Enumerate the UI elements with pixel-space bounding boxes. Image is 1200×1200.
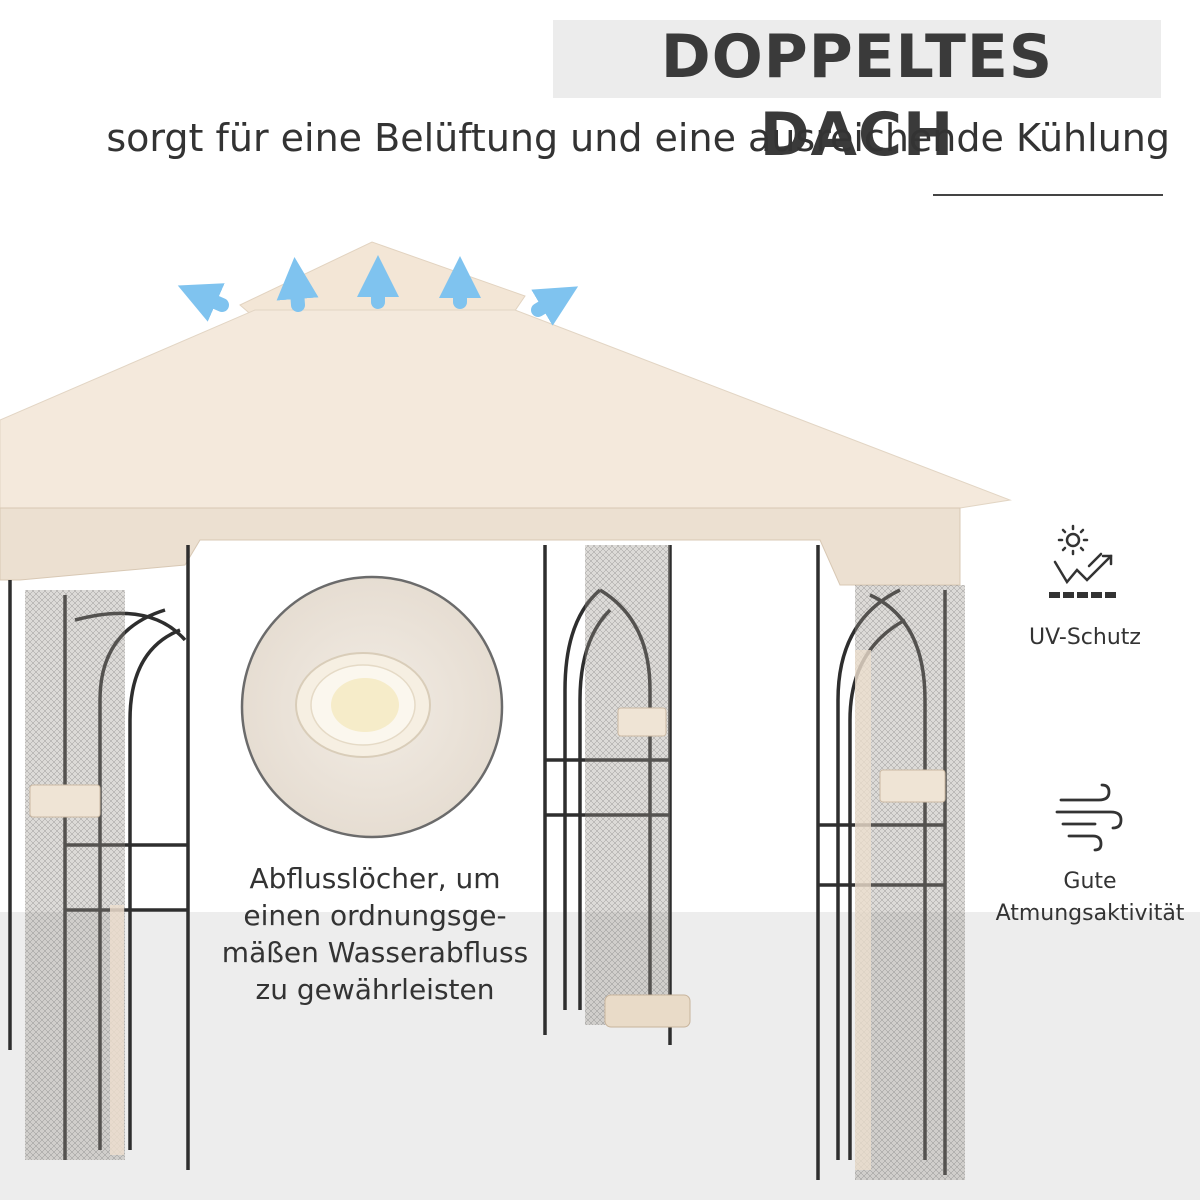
middle-curtain [585, 545, 670, 1025]
left-curtain [25, 590, 125, 1160]
right-curtain-strap [855, 650, 871, 1170]
left-curtain-tie [29, 784, 101, 818]
wind-icon [1055, 783, 1123, 852]
page-subtitle: sorgt für eine Belüftung und eine ausrei… [106, 116, 1170, 160]
feature-uv: UV-Schutz [1010, 520, 1160, 654]
middle-curtain-hem [604, 994, 691, 1028]
divider-line [933, 194, 1163, 196]
drain-caption-line-3: mäßen Wasserabfluss [221, 936, 529, 969]
right-curtain-tie [879, 769, 946, 803]
feature-breathability-label-1: Gute [1063, 869, 1117, 894]
airflow-arrows [177, 255, 579, 326]
page-title: DOPPELTES DACH [660, 22, 1054, 170]
middle-curtain-tie [617, 707, 667, 737]
drain-hole-caption: Abflusslöcher, um einen ordnungsge- mäße… [210, 860, 540, 1008]
left-curtain-strap [110, 905, 124, 1155]
feature-breathability: Gute Atmungsaktivität [985, 782, 1195, 930]
feature-uv-label: UV-Schutz [1029, 625, 1141, 650]
drain-hole-zoom [240, 575, 504, 839]
sun-uv-icon [1049, 524, 1116, 598]
drain-caption-line-1: Abflusslöcher, um [249, 862, 501, 895]
main-roof [0, 309, 1012, 509]
roof-valance [0, 507, 961, 586]
feature-breathability-label-2: Atmungsaktivität [995, 901, 1185, 926]
drain-caption-line-4: zu gewährleisten [255, 973, 495, 1006]
headline-band [553, 20, 1161, 98]
right-curtain [855, 585, 965, 1180]
drain-caption-line-2: einen ordnungsge- [243, 899, 507, 932]
